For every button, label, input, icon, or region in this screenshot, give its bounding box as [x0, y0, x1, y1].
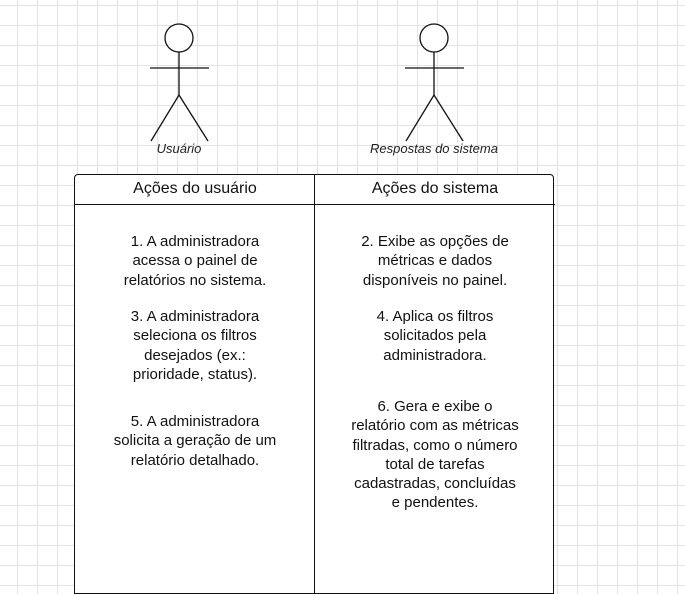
step-4: 4. Aplica os filtros solicitados pela ad…: [376, 308, 494, 364]
step-3: 3. A administradora seleciona os filtros…: [130, 308, 260, 383]
step-6: 6. Gera e exibe o relatório com as métri…: [351, 398, 519, 512]
lane-user-header: Ações do usuário: [75, 175, 315, 205]
lane-system-header: Ações do sistema: [315, 175, 555, 205]
step-5: 5. A administradora solicita a geração d…: [113, 413, 277, 469]
stick-figure-user-icon: [150, 23, 209, 142]
lane-system-actions: Ações do sistema 2. Exibe as opções de m…: [314, 175, 555, 593]
lane-user-actions: Ações do usuário 1. A administradora ace…: [75, 175, 315, 593]
stick-figure-system-icon: [405, 23, 464, 142]
actor-user-label: Usuário: [156, 141, 202, 156]
actor-user: Usuário: [79, 0, 279, 165]
actor-system: Respostas do sistema: [334, 0, 534, 165]
step-1: 1. A administradora acessa o painel de r…: [123, 233, 267, 289]
swimlane-table: Ações do usuário 1. A administradora ace…: [74, 174, 555, 594]
step-2: 2. Exibe as opções de métricas e dados d…: [361, 233, 509, 289]
actor-system-label: Respostas do sistema: [370, 141, 498, 156]
